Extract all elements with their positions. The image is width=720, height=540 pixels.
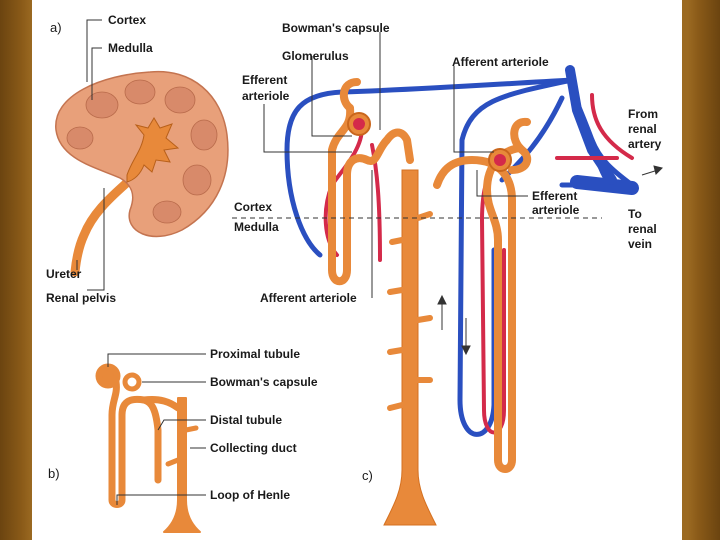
label-distal-tubule: Distal tubule <box>210 413 282 427</box>
label-to-renal-vein-2: renal <box>628 222 657 236</box>
label-from-renal-artery-3: artery <box>628 137 662 151</box>
panel-label-c: c) <box>362 468 373 483</box>
label-collecting-duct: Collecting duct <box>210 441 297 455</box>
label-afferent-top: Afferent arteriole <box>452 55 549 69</box>
label-from-renal-artery-2: renal <box>628 122 657 136</box>
panel-label-b: b) <box>48 466 60 481</box>
label-cortex-a: Cortex <box>108 13 146 27</box>
label-efferent-right-2: arteriole <box>532 203 580 217</box>
kidney-diagram <box>56 72 228 272</box>
renal-vein-branch <box>570 70 612 180</box>
label-to-renal-vein-1: To <box>628 207 642 221</box>
label-efferent-right-1: Efferent <box>532 189 577 203</box>
label-renal-pelvis: Renal pelvis <box>46 291 116 305</box>
label-medulla-c: Medulla <box>234 220 279 234</box>
collecting-duct-c <box>384 170 436 525</box>
label-medulla-a: Medulla <box>108 41 153 55</box>
label-to-renal-vein-3: vein <box>628 237 652 251</box>
label-afferent-bottom: Afferent arteriole <box>260 291 357 305</box>
slide: a) Cortex Medulla Ureter Renal pelvis b)… <box>32 0 682 540</box>
label-bowmans-capsule-b: Bowman's capsule <box>210 375 318 389</box>
label-ureter: Ureter <box>46 267 82 281</box>
ureter-shape <box>75 180 130 272</box>
label-proximal-tubule: Proximal tubule <box>210 347 300 361</box>
panel-label-a: a) <box>50 20 62 35</box>
label-efferent-left-1: Efferent <box>242 73 287 87</box>
label-glomerulus: Glomerulus <box>282 49 349 63</box>
label-from-renal-artery-1: From <box>628 107 658 121</box>
label-cortex-c: Cortex <box>234 200 272 214</box>
nephron-figure: a) Cortex Medulla Ureter Renal pelvis b)… <box>32 0 682 540</box>
label-bowmans-capsule-c: Bowman's capsule <box>282 21 390 35</box>
label-efferent-left-2: arteriole <box>242 89 290 103</box>
renal-vein <box>577 182 632 188</box>
label-loop-of-henle: Loop of Henle <box>210 488 290 502</box>
simple-nephron <box>99 367 200 532</box>
